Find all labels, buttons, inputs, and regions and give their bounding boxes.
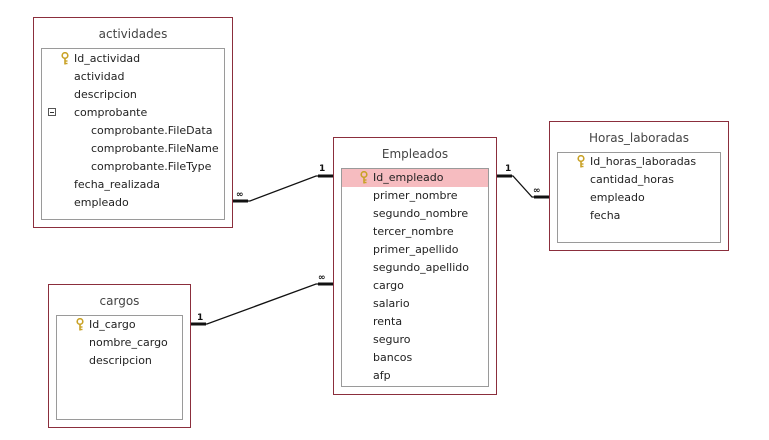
field-afp[interactable]: afp: [373, 369, 391, 382]
field-list[interactable]: Id_horas_laboradas cantidad_horas emplea…: [557, 152, 721, 243]
field-id-actividad[interactable]: Id_actividad: [74, 52, 141, 65]
field-comprobante-filedata[interactable]: comprobante.FileData: [91, 124, 213, 137]
field-salario[interactable]: salario: [373, 297, 410, 310]
field-descripcion[interactable]: descripcion: [74, 88, 137, 101]
one-label-cargos: 1: [197, 313, 203, 323]
field-list[interactable]: Id_actividad actividad descripcion compr…: [41, 48, 225, 220]
field-id-cargo[interactable]: Id_cargo: [89, 318, 136, 331]
field-comprobante-filename[interactable]: comprobante.FileName: [91, 142, 219, 155]
table-cargos[interactable]: cargos Id_cargo nombre_cargo descripcion: [48, 284, 191, 428]
table-title[interactable]: Horas_laboradas: [588, 131, 690, 145]
field-segundo-nombre[interactable]: segundo_nombre: [373, 207, 469, 220]
many-label-empleados-cargo: ∞: [318, 273, 326, 283]
field-id-empleado[interactable]: Id_empleado: [373, 171, 444, 184]
relationship-empleados-horas: [497, 175, 549, 198]
field-fecha-realizada[interactable]: fecha_realizada: [74, 178, 161, 191]
key-icon: [577, 155, 585, 168]
many-label-actividades: ∞: [236, 190, 244, 200]
field-segundo-apellido[interactable]: segundo_apellido: [373, 261, 470, 274]
relationship-cargos-empleados: [191, 283, 333, 325]
one-label-empleados-right: 1: [505, 164, 511, 174]
field-empleado[interactable]: empleado: [74, 196, 129, 209]
key-icon: [61, 52, 69, 65]
table-title[interactable]: actividades: [98, 27, 168, 41]
table-empleados[interactable]: Empleados Id_empleado primer_nombre segu…: [333, 137, 497, 395]
field-cantidad-horas[interactable]: cantidad_horas: [590, 173, 675, 186]
key-icon: [76, 318, 84, 331]
table-horas-laboradas[interactable]: Horas_laboradas Id_horas_laboradas canti…: [549, 121, 729, 251]
table-title[interactable]: Empleados: [381, 147, 449, 161]
key-icon: [360, 171, 368, 184]
field-primer-nombre[interactable]: primer_nombre: [373, 189, 458, 202]
one-label-empleados-left: 1: [319, 164, 325, 174]
field-id-empleado-highlight: [342, 169, 488, 187]
field-renta[interactable]: renta: [373, 315, 403, 328]
field-tercer-nombre[interactable]: tercer_nombre: [373, 225, 454, 238]
collapse-icon[interactable]: [48, 108, 56, 116]
field-bancos[interactable]: bancos: [373, 351, 413, 364]
field-comprobante[interactable]: comprobante: [74, 106, 148, 119]
table-title[interactable]: cargos: [99, 294, 140, 308]
field-id-horas-laboradas[interactable]: Id_horas_laboradas: [590, 155, 697, 168]
field-cargo[interactable]: cargo: [373, 279, 404, 292]
relationship-actividades-empleados: [233, 175, 333, 202]
field-comprobante-filetype[interactable]: comprobante.FileType: [91, 160, 212, 173]
field-list[interactable]: Id_empleado primer_nombre segundo_nombre…: [341, 168, 489, 387]
table-actividades[interactable]: actividades Id_actividad actividad descr…: [33, 17, 233, 228]
field-nombre-cargo[interactable]: nombre_cargo: [89, 336, 168, 349]
field-primer-apellido[interactable]: primer_apellido: [373, 243, 459, 256]
field-empleado[interactable]: empleado: [590, 191, 645, 204]
field-list[interactable]: Id_cargo nombre_cargo descripcion: [56, 315, 183, 420]
field-actividad[interactable]: actividad: [74, 70, 125, 83]
field-seguro[interactable]: seguro: [373, 333, 411, 346]
many-label-horas: ∞: [533, 186, 541, 196]
field-descripcion[interactable]: descripcion: [89, 354, 152, 367]
field-fecha[interactable]: fecha: [590, 209, 621, 222]
